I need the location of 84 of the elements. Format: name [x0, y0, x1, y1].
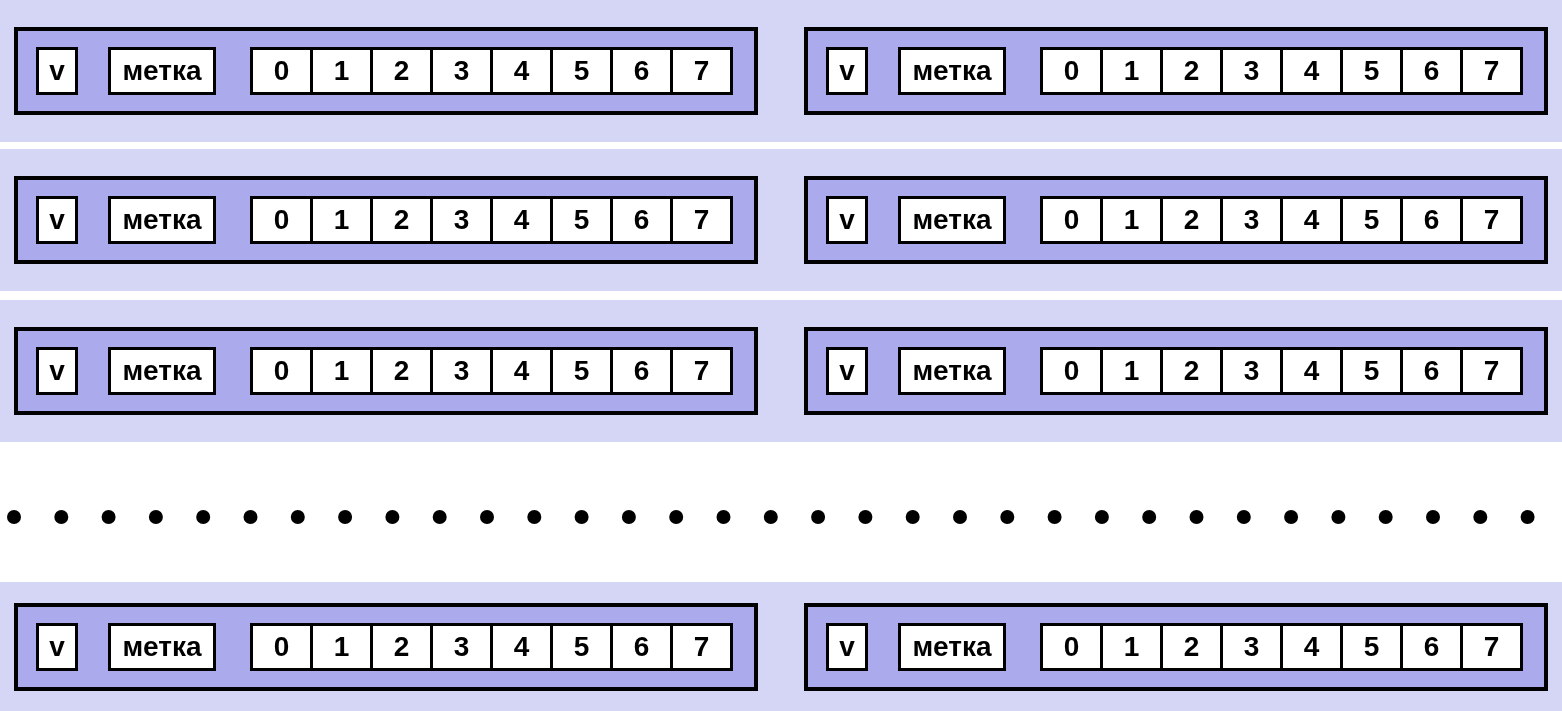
byte-cell: 2 — [370, 347, 433, 395]
byte-cell: 2 — [1160, 196, 1223, 244]
tag-cell: метка — [108, 622, 216, 671]
byte-cell: 5 — [1340, 47, 1403, 95]
byte-cell: 5 — [1340, 347, 1403, 395]
byte-cell: 4 — [1280, 47, 1343, 95]
byte-cell: 5 — [550, 622, 613, 671]
valid-bit-cell: v — [36, 347, 78, 395]
byte-cell: 5 — [1340, 196, 1403, 244]
valid-bit-cell: v — [36, 47, 78, 95]
cache-set-band — [0, 0, 1562, 142]
byte-cell: 2 — [370, 196, 433, 244]
byte-cell: 3 — [430, 196, 493, 244]
byte-cell: 3 — [1220, 622, 1283, 671]
byte-cell: 6 — [1400, 47, 1463, 95]
byte-cell: 7 — [1460, 196, 1523, 244]
byte-cell: 2 — [1160, 47, 1223, 95]
byte-cell: 7 — [670, 196, 733, 244]
byte-cell: 3 — [1220, 347, 1283, 395]
byte-cell: 5 — [550, 347, 613, 395]
byte-cell: 0 — [1040, 47, 1103, 95]
byte-cell: 4 — [1280, 196, 1343, 244]
byte-cell: 0 — [1040, 196, 1103, 244]
byte-cell: 4 — [1280, 347, 1343, 395]
valid-bit-cell: v — [826, 196, 868, 244]
byte-cell: 2 — [1160, 347, 1223, 395]
byte-cell: 1 — [310, 47, 373, 95]
byte-cell: 1 — [1100, 47, 1163, 95]
byte-cell: 3 — [430, 622, 493, 671]
byte-cell: 6 — [1400, 196, 1463, 244]
byte-cell: 5 — [550, 196, 613, 244]
byte-cell: 6 — [1400, 347, 1463, 395]
byte-cell: 0 — [250, 47, 313, 95]
byte-cell: 0 — [250, 622, 313, 671]
byte-cell: 3 — [430, 347, 493, 395]
byte-cell: 5 — [1340, 622, 1403, 671]
byte-cell: 1 — [1100, 196, 1163, 244]
tag-cell: метка — [108, 196, 216, 244]
cache-set-band — [0, 300, 1562, 442]
byte-cell: 5 — [550, 47, 613, 95]
byte-cell: 4 — [490, 622, 553, 671]
tag-cell: метка — [108, 347, 216, 395]
byte-cell: 1 — [310, 622, 373, 671]
tag-cell: метка — [898, 47, 1006, 95]
valid-bit-cell: v — [36, 196, 78, 244]
byte-cell: 6 — [610, 47, 673, 95]
tag-cell: метка — [898, 196, 1006, 244]
tag-cell: метка — [898, 622, 1006, 671]
tag-cell: метка — [108, 47, 216, 95]
byte-cell: 6 — [610, 196, 673, 244]
byte-cell: 4 — [490, 47, 553, 95]
byte-cell: 0 — [250, 196, 313, 244]
byte-cell: 4 — [1280, 622, 1343, 671]
byte-cell: 0 — [1040, 347, 1103, 395]
byte-cell: 7 — [670, 347, 733, 395]
byte-cell: 2 — [370, 47, 433, 95]
byte-cell: 7 — [1460, 347, 1523, 395]
byte-cell: 7 — [670, 47, 733, 95]
byte-cell: 1 — [310, 196, 373, 244]
byte-cell: 7 — [1460, 47, 1523, 95]
byte-cell: 6 — [610, 347, 673, 395]
byte-cell: 1 — [310, 347, 373, 395]
byte-cell: 1 — [1100, 347, 1163, 395]
byte-cell: 3 — [1220, 47, 1283, 95]
cache-set-band — [0, 149, 1562, 291]
valid-bit-cell: v — [36, 622, 78, 671]
byte-cell: 4 — [490, 196, 553, 244]
byte-cell: 1 — [1100, 622, 1163, 671]
byte-cell: 2 — [370, 622, 433, 671]
byte-cell: 7 — [1460, 622, 1523, 671]
byte-cell: 6 — [610, 622, 673, 671]
byte-cell: 2 — [1160, 622, 1223, 671]
valid-bit-cell: v — [826, 622, 868, 671]
cache-set-band — [0, 582, 1562, 711]
valid-bit-cell: v — [826, 47, 868, 95]
byte-cell: 0 — [250, 347, 313, 395]
byte-cell: 0 — [1040, 622, 1103, 671]
byte-cell: 3 — [1220, 196, 1283, 244]
byte-cell: 3 — [430, 47, 493, 95]
byte-cell: 6 — [1400, 622, 1463, 671]
byte-cell: 7 — [670, 622, 733, 671]
valid-bit-cell: v — [826, 347, 868, 395]
byte-cell: 4 — [490, 347, 553, 395]
tag-cell: метка — [898, 347, 1006, 395]
